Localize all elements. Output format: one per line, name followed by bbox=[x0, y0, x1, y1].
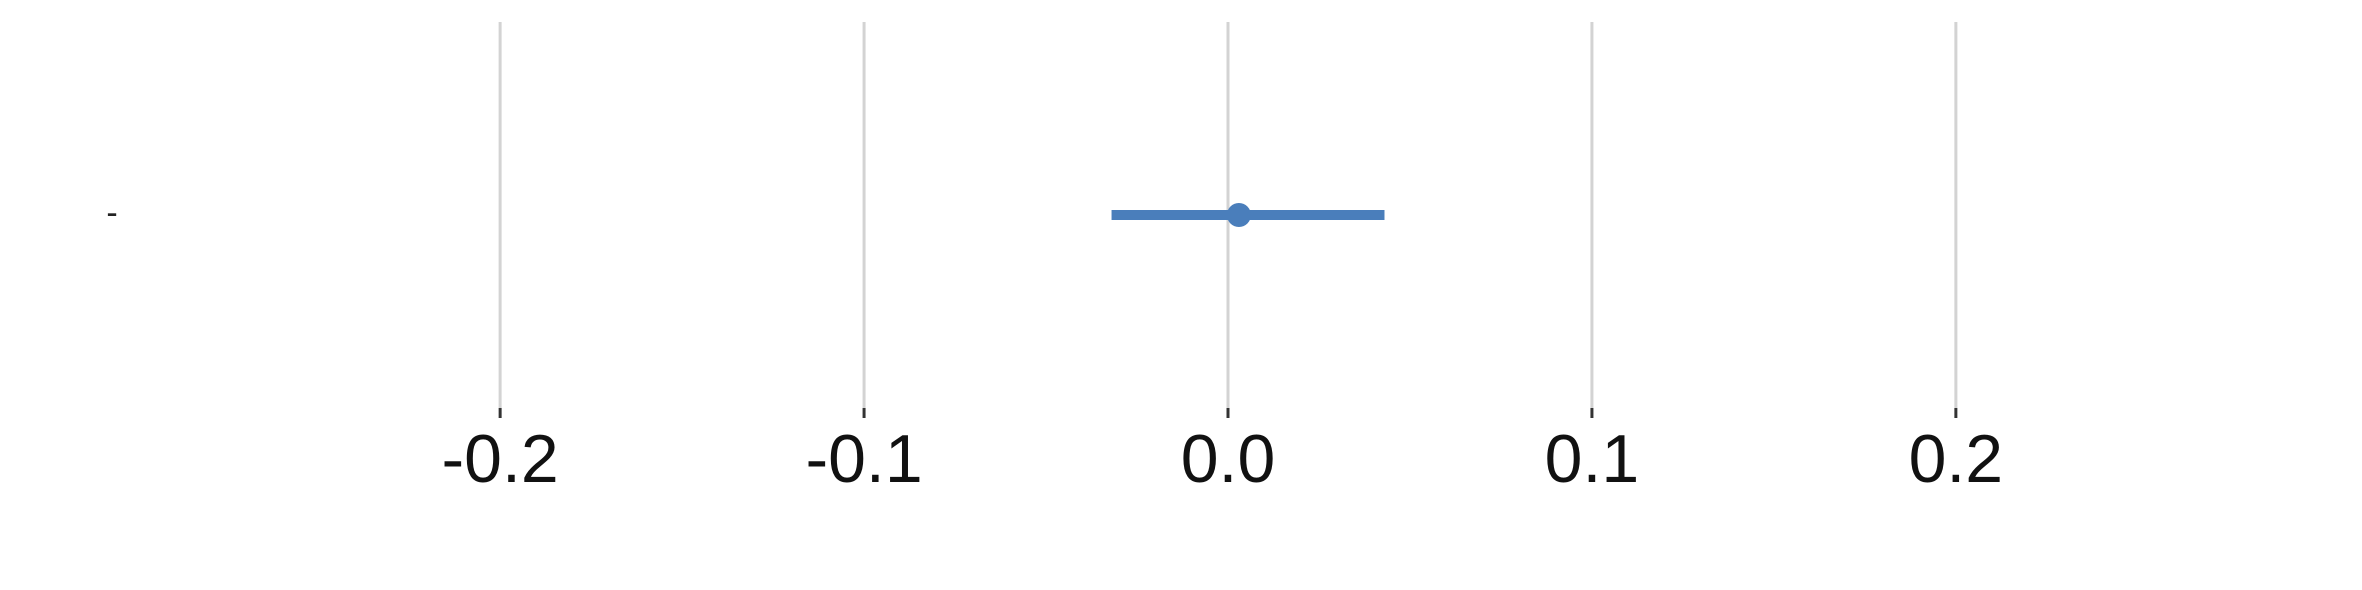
x-tick-label: -0.1 bbox=[805, 421, 922, 497]
x-tick-label: 0.0 bbox=[1181, 421, 1276, 497]
point-ranges bbox=[1111, 203, 1385, 227]
y-category-label: - bbox=[106, 194, 117, 232]
x-tick-label: 0.2 bbox=[1909, 421, 2004, 497]
y-axis-category-labels: - bbox=[106, 194, 117, 232]
estimate-point bbox=[1226, 203, 1251, 227]
x-axis-ticks bbox=[498, 408, 1958, 418]
x-axis-tick-labels: -0.2 -0.1 0.0 0.1 0.2 bbox=[442, 421, 2004, 497]
x-tick-label: 0.1 bbox=[1545, 421, 1640, 497]
x-tick-label: -0.2 bbox=[442, 421, 559, 497]
